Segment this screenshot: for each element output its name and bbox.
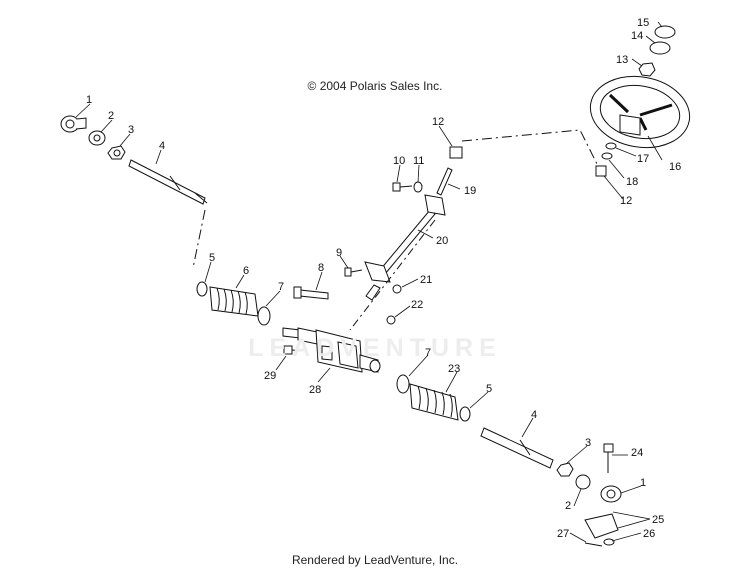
inner-tie-rod-right <box>480 427 554 469</box>
callout-8: 8 <box>318 262 324 274</box>
callout-26: 26 <box>643 528 655 540</box>
callout-12-lower: 12 <box>620 195 632 207</box>
callout-17: 17 <box>637 153 649 165</box>
wheel-nut-13 <box>638 62 656 77</box>
callout-21: 21 <box>420 274 432 286</box>
pinch-bolt-9 <box>344 267 363 277</box>
callout-4-right: 4 <box>531 409 537 421</box>
callout-25: 25 <box>652 514 664 526</box>
tie-rod-end-right <box>600 485 622 503</box>
steering-boot-right <box>409 383 459 421</box>
bushing-12-upper <box>449 146 463 159</box>
nut-22 <box>386 315 396 325</box>
washer-18 <box>601 152 613 160</box>
wheel-emblem-14 <box>649 41 671 55</box>
callout-28: 28 <box>309 384 321 396</box>
callout-29: 29 <box>264 370 276 382</box>
steering-boot-left <box>209 286 259 317</box>
steering-wheel <box>589 75 691 149</box>
bolt-24 <box>603 443 614 473</box>
callout-3-right: 3 <box>585 437 591 449</box>
bushing-12-lower <box>595 165 607 177</box>
callout-22: 22 <box>411 299 423 311</box>
callout-3: 3 <box>128 124 134 136</box>
callout-19: 19 <box>464 185 476 197</box>
jam-nut-left <box>88 130 106 146</box>
callout-20: 20 <box>436 235 448 247</box>
horn-cap-15 <box>654 25 676 39</box>
callout-5: 5 <box>209 252 215 264</box>
callout-7-right: 7 <box>425 347 431 359</box>
steering-rack <box>282 327 381 373</box>
nut-21 <box>392 284 402 294</box>
callout-2-right: 2 <box>565 500 571 512</box>
washer-26 <box>603 538 615 546</box>
seal-ring-left <box>196 281 208 297</box>
callout-14: 14 <box>631 30 643 42</box>
washer-17 <box>605 142 617 150</box>
intermediate-shaft <box>364 194 446 301</box>
leader-lines <box>75 21 663 543</box>
callout-23: 23 <box>448 363 460 375</box>
boot-clamp-left <box>257 306 271 326</box>
nut-left <box>107 145 126 160</box>
copyright-notice: © 2004 Polaris Sales Inc. <box>307 79 443 93</box>
callout-16: 16 <box>669 161 681 173</box>
leadventure-watermark: LEADVENTURE <box>248 334 502 362</box>
mount-bolt-8 <box>293 286 329 300</box>
callout-2: 2 <box>108 110 114 122</box>
boot-clamp-right <box>396 374 410 394</box>
callout-13: 13 <box>616 54 628 66</box>
callout-24: 24 <box>631 447 643 459</box>
callout-12: 12 <box>432 116 444 128</box>
callout-6: 6 <box>243 265 249 277</box>
bracket-25 <box>584 513 619 539</box>
seal-ring-right <box>459 406 471 422</box>
callout-5-right: 5 <box>486 383 492 395</box>
cotter-pin-27 <box>584 542 603 547</box>
callout-4: 4 <box>159 140 165 152</box>
callout-11: 11 <box>413 155 424 167</box>
tie-rod-end-left <box>60 115 87 133</box>
inner-tie-rod-left <box>128 159 208 205</box>
callout-10: 10 <box>393 155 405 167</box>
mount-bolt-29 <box>283 345 306 355</box>
callout-27: 27 <box>557 528 569 540</box>
bolt-10 <box>392 182 413 192</box>
callout-1: 1 <box>86 94 92 106</box>
rendered-by-footer: Rendered by LeadVenture, Inc. <box>291 553 459 567</box>
washer-11 <box>413 181 423 193</box>
callout-labels: 1 2 3 4 5 6 7 8 9 10 11 12 13 14 15 16 1… <box>86 17 681 540</box>
nut-right <box>556 462 574 477</box>
callout-7: 7 <box>278 281 284 293</box>
callout-15: 15 <box>637 17 649 29</box>
jam-nut-right <box>575 474 591 490</box>
callout-1-right: 1 <box>640 477 646 489</box>
upper-steering-shaft <box>436 167 453 196</box>
callout-9: 9 <box>336 247 342 259</box>
callout-18: 18 <box>626 176 638 188</box>
